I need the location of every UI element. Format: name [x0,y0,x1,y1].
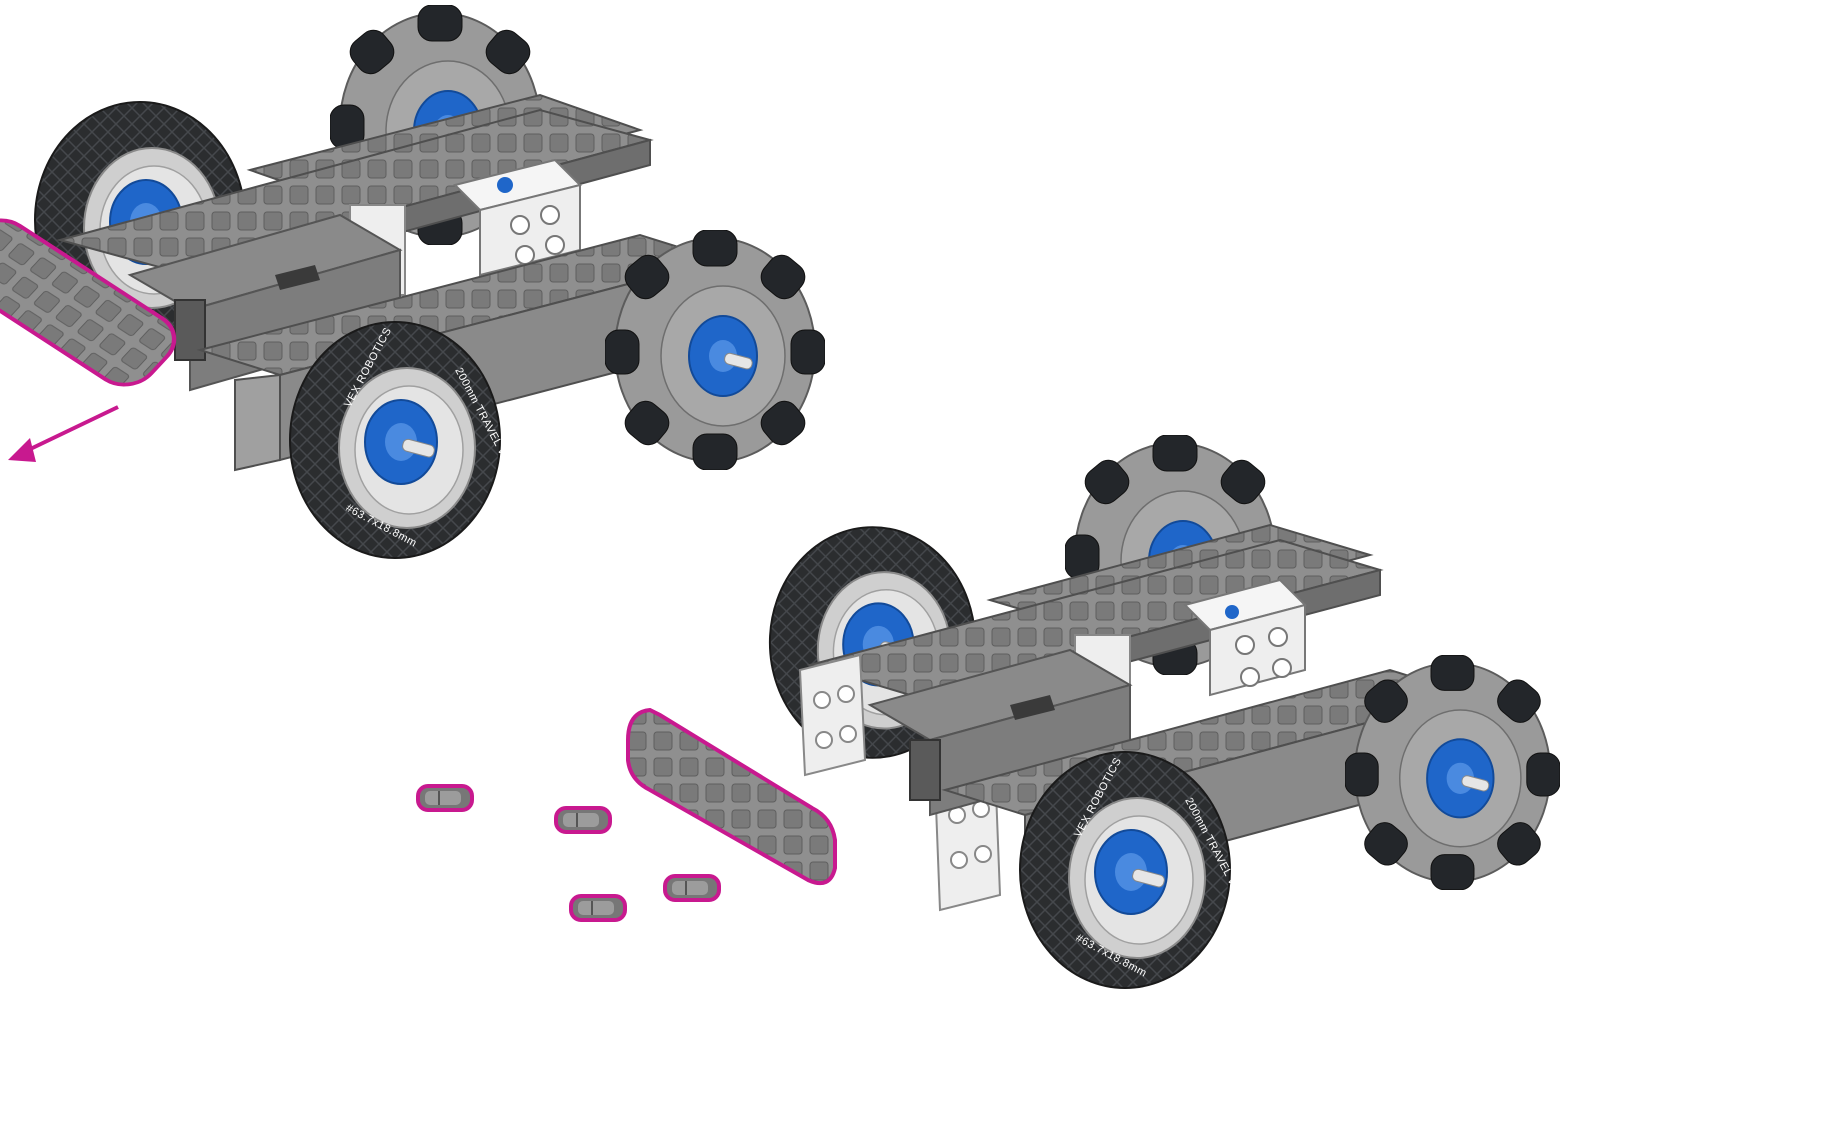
connector-pin-1 [418,786,472,810]
removal-arrow [8,407,118,462]
connector-pin-2 [556,808,610,832]
removed-parts [418,710,835,920]
front-omni-wheel-lower [1345,655,1560,890]
front-omni-wheel [605,230,825,470]
front-travel-wheel-lower [1020,752,1230,988]
connector-pin-4 [665,876,719,900]
front-travel-wheel [290,322,500,558]
connector-pin-3 [571,896,625,920]
lower-chassis-assembly: VEX ROBOTICS 200mm TRAVEL WHEEL #63.7x18… [770,435,1560,988]
upper-chassis-assembly: VEX ROBOTICS 200mm TRAVEL WHEEL #63.7x18… [0,5,825,558]
